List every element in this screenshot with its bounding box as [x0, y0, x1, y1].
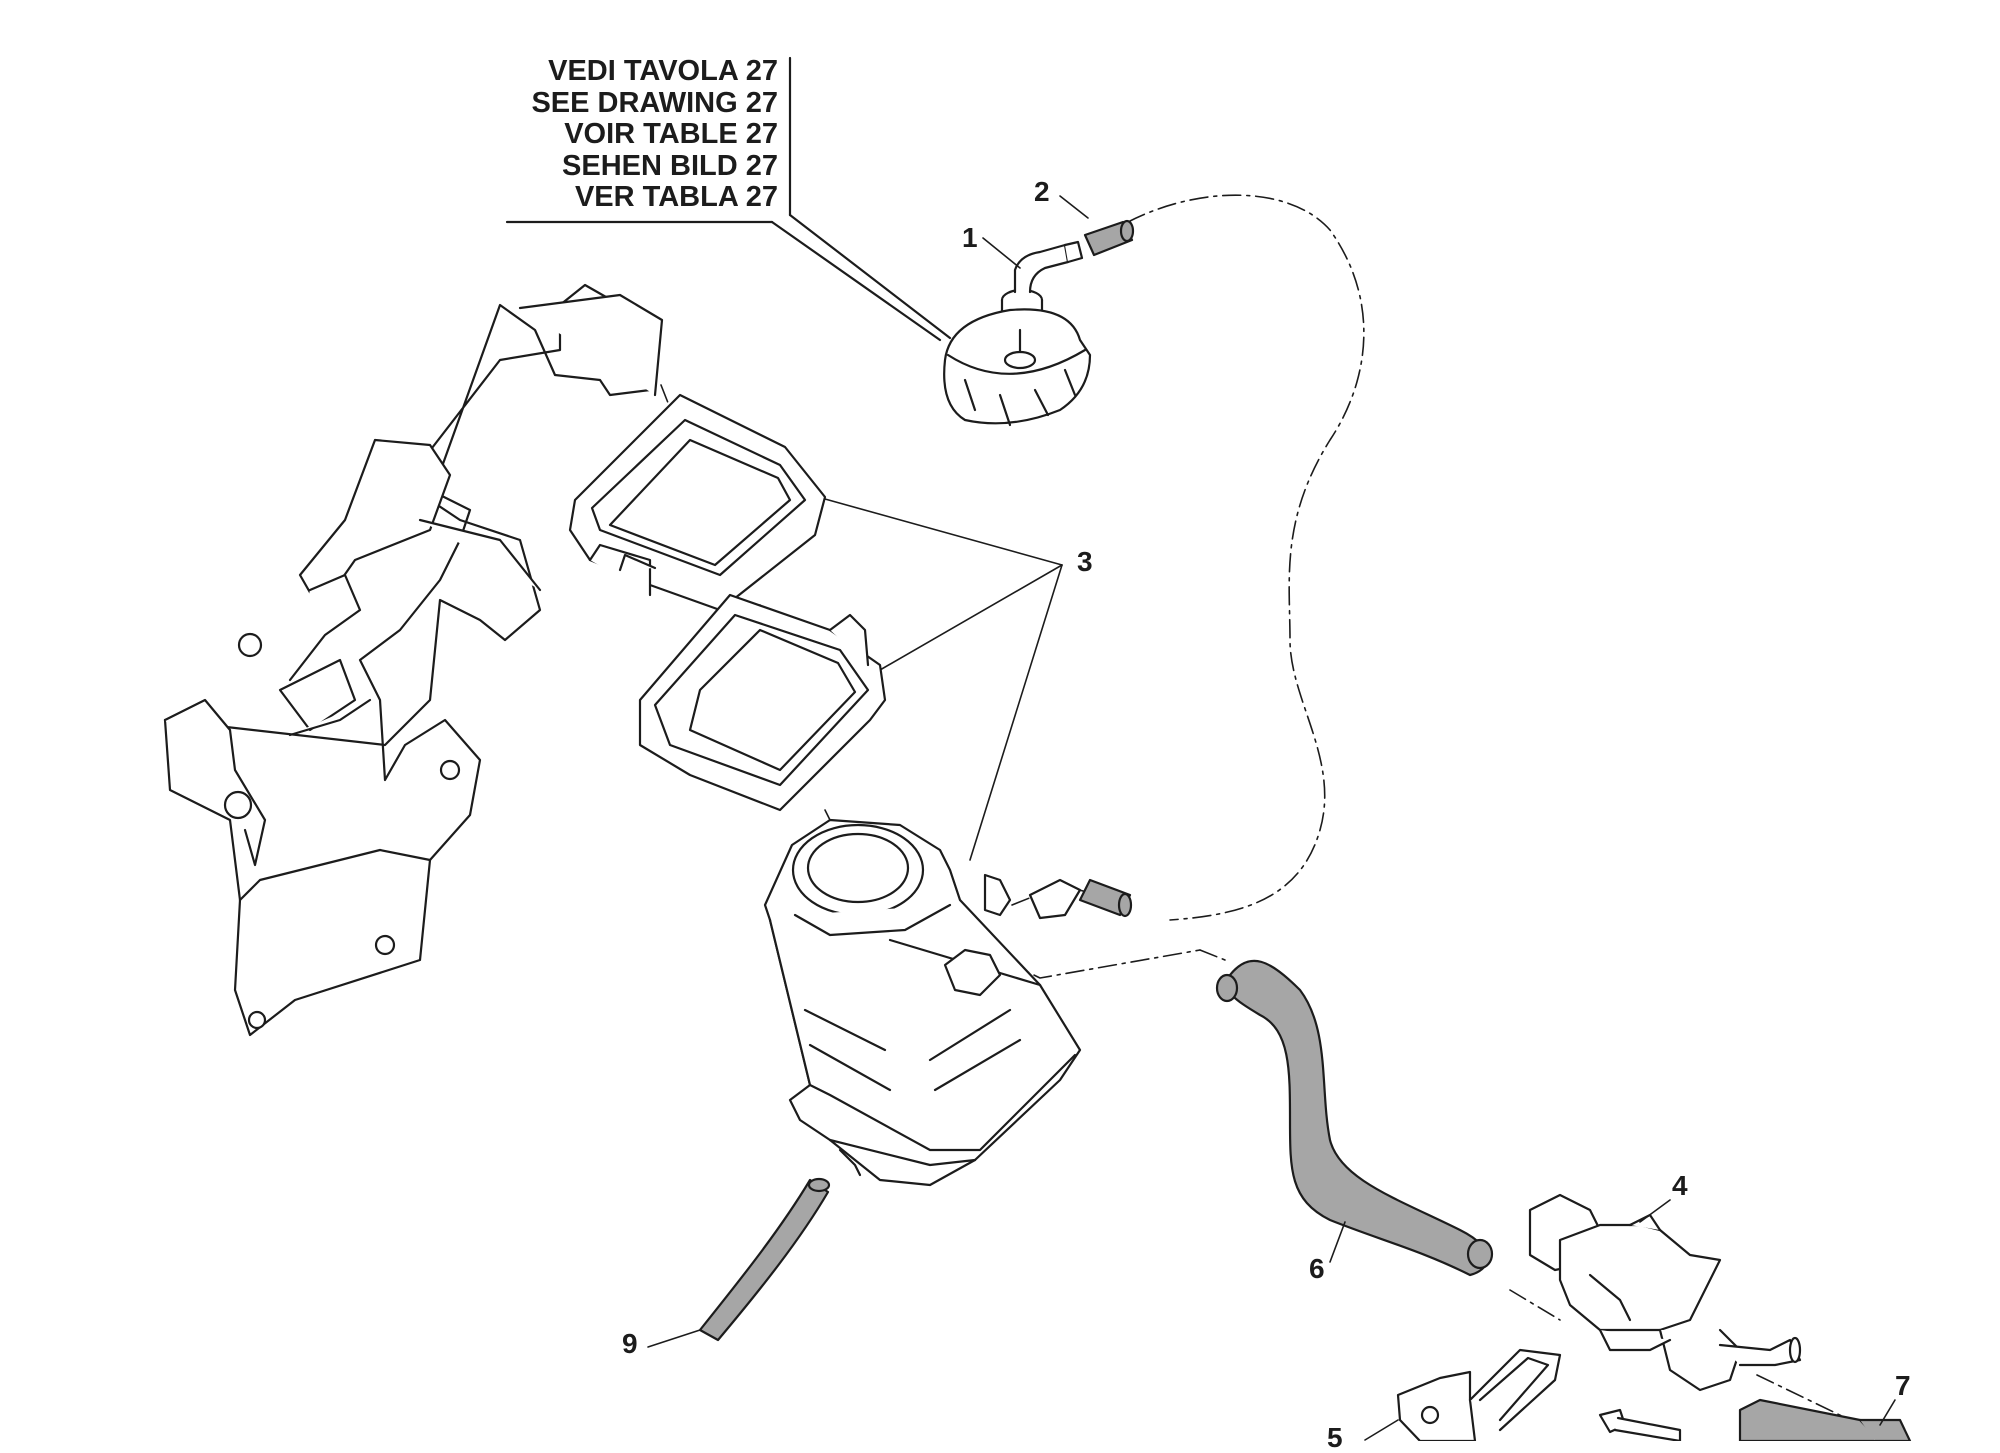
callout-9: 9: [622, 1328, 638, 1359]
mounting-bracket: [163, 283, 664, 1037]
seal-upper: [568, 393, 827, 612]
callout-2: 2: [1034, 176, 1050, 207]
callout-7: 7: [1895, 1370, 1911, 1401]
callout-4: 4: [1672, 1170, 1688, 1201]
callout-3: 3: [1077, 546, 1093, 577]
long-hose: [1215, 959, 1494, 1277]
hose-end: [1738, 1398, 1912, 1441]
callout-1: 1: [962, 222, 978, 253]
bolt: [1598, 1408, 1682, 1441]
purge-valve: [1528, 1193, 1802, 1392]
reference-line-de: SEHEN BILD 27: [562, 149, 778, 182]
fuel-cap: [943, 308, 1092, 427]
callout-6: 6: [1309, 1253, 1325, 1284]
reference-line-en: SEE DRAWING 27: [531, 86, 778, 119]
callout-5: 5: [1327, 1422, 1343, 1453]
short-hose: [1083, 219, 1135, 257]
drain-hose: [698, 1177, 831, 1342]
vent-hose-stub: [1078, 878, 1133, 918]
callout-3-leaders: [824, 498, 1063, 861]
reference-line-it: VEDI TAVOLA 27: [548, 55, 778, 87]
routing-lines: [660, 194, 1851, 1421]
reference-line-fr: VOIR TABLE 27: [564, 118, 778, 150]
reference-note: VEDI TAVOLA 27 SEE DRAWING 27 VOIR TABLE…: [480, 55, 778, 214]
reference-leader: [505, 56, 952, 342]
mounting-clip: [1396, 1348, 1562, 1441]
canister: [763, 818, 1082, 1187]
seal-lower: [638, 593, 887, 812]
callout-leaders: [647, 195, 1896, 1441]
reference-line-es: VER TABLA 27: [574, 181, 778, 213]
